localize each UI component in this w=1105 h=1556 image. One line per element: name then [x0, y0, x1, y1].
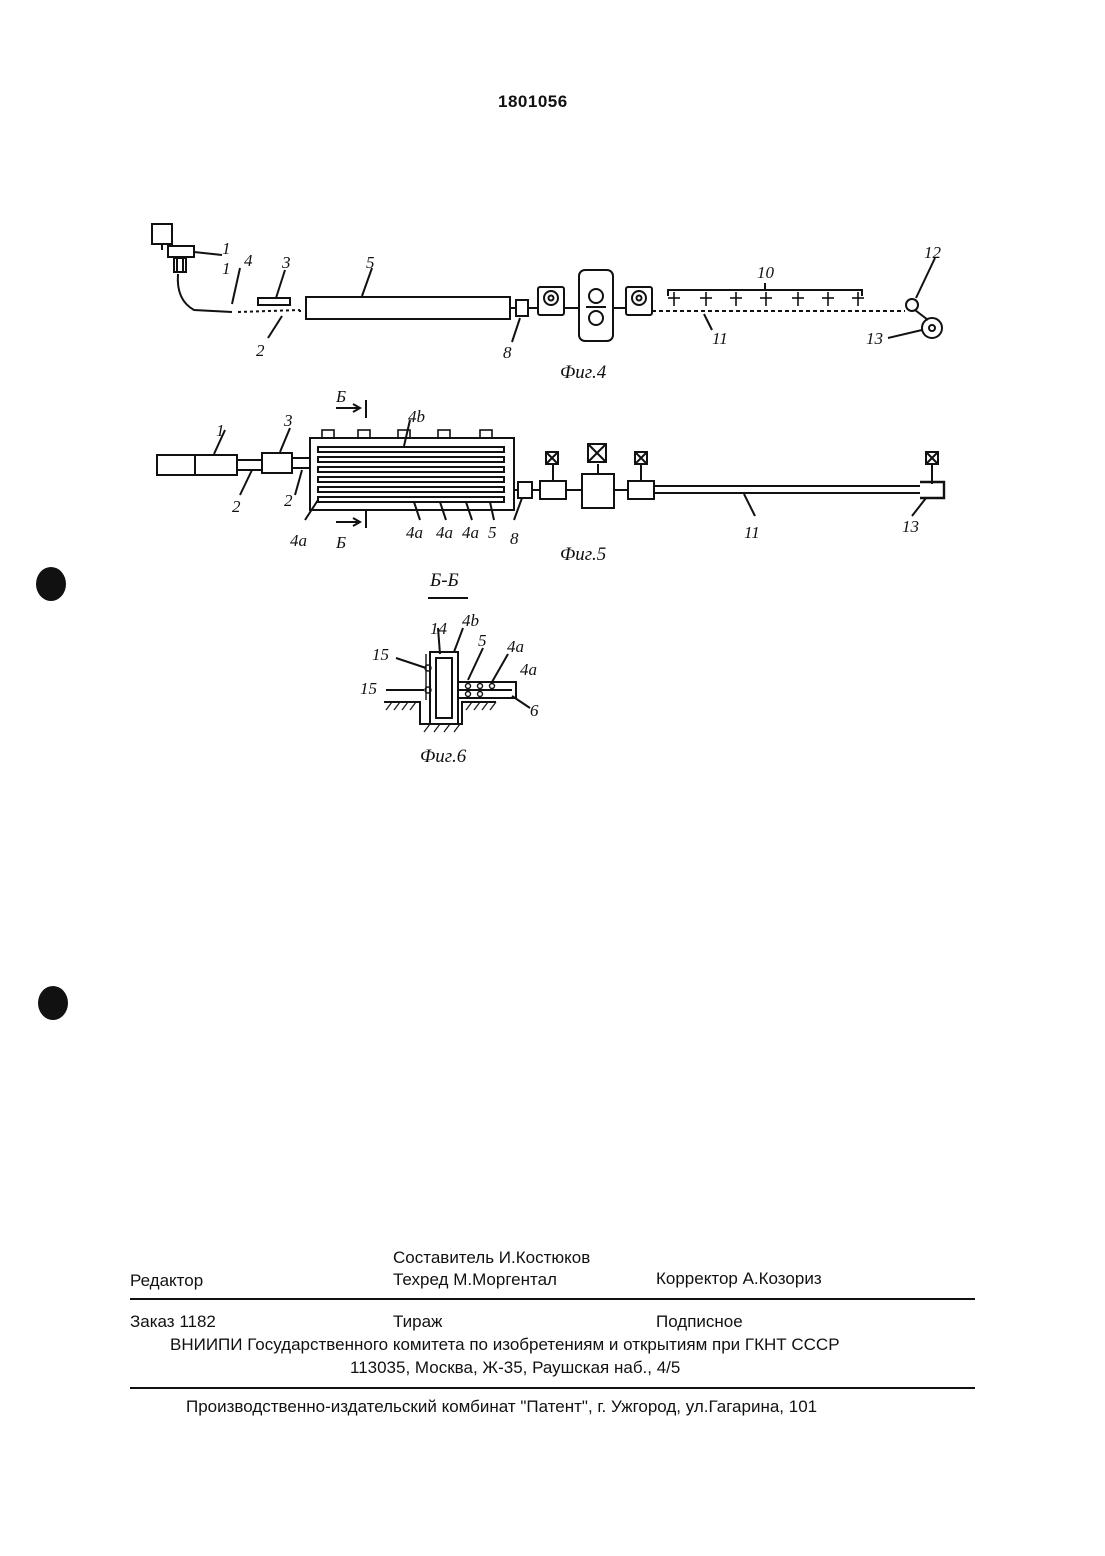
circulation-label: Тираж [393, 1312, 442, 1332]
corrector-line: Корректор А.Козориз [656, 1269, 822, 1289]
divider [130, 1387, 975, 1389]
order-line: Заказ 1182 [130, 1312, 216, 1332]
plant-line: Производственно-издательский комбинат "П… [186, 1397, 817, 1417]
techred-line: Техред М.Моргентал [393, 1270, 557, 1290]
divider [130, 1298, 975, 1300]
compiler-line: Составитель И.Костюков [393, 1248, 590, 1268]
address-line: 113035, Москва, Ж-35, Раушская наб., 4/5 [350, 1358, 680, 1378]
institute-line: ВНИИПИ Государственного комитета по изоб… [170, 1335, 840, 1355]
editor-label: Редактор [130, 1271, 203, 1291]
subscription-label: Подписное [656, 1312, 743, 1332]
